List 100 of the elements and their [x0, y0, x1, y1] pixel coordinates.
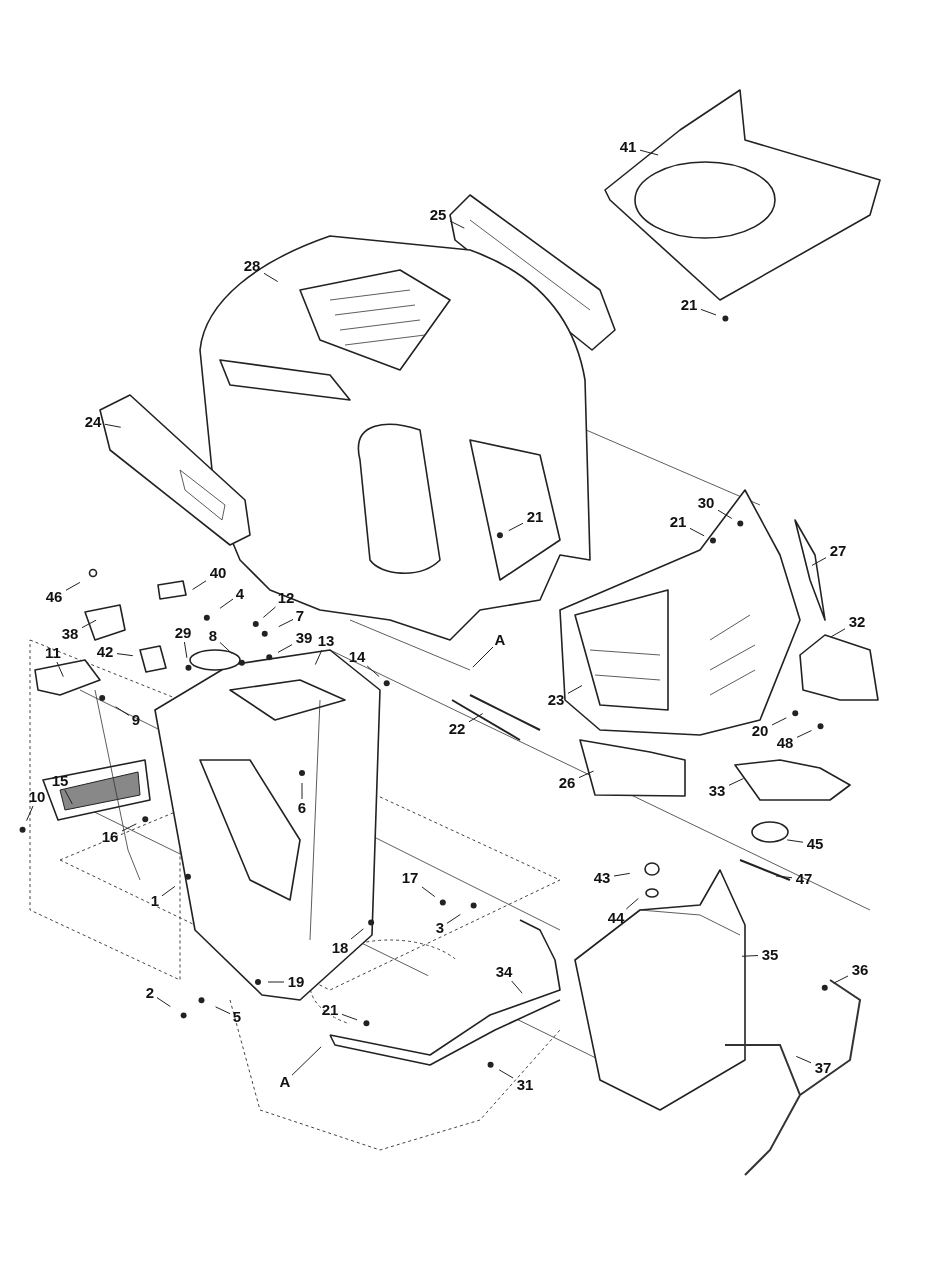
leader-line: [301, 782, 303, 800]
callout-number: 21: [666, 513, 690, 531]
callout-number: 24: [81, 413, 105, 431]
callout-number: 23: [544, 691, 568, 709]
callout-number: 22: [445, 720, 469, 738]
leader-line: [341, 1013, 358, 1021]
leader-line: [192, 580, 207, 590]
callout-number: 19: [284, 973, 308, 991]
leader-line: [613, 872, 631, 877]
leader-line: [219, 641, 233, 654]
callout-number: 14: [345, 648, 369, 666]
leader-line: [278, 619, 294, 628]
leader-line: [267, 981, 285, 983]
callout-number: 6: [295, 799, 309, 817]
leader-line: [81, 619, 97, 629]
callout-number: 8: [206, 627, 220, 645]
leader-line: [446, 913, 461, 924]
callout-number: 36: [848, 961, 872, 979]
leader-line: [421, 886, 436, 898]
callout-number: 40: [206, 564, 230, 582]
leader-line: [775, 875, 793, 879]
callout-number: 9: [129, 711, 143, 729]
leader-line: [183, 641, 188, 659]
leader-line: [567, 685, 583, 694]
leader-line: [262, 606, 276, 618]
callout-number: 13: [314, 632, 338, 650]
callout-number: A: [493, 631, 507, 649]
callout-number: 43: [590, 869, 614, 887]
leader-line: [508, 522, 524, 532]
callout-number: 35: [758, 946, 782, 964]
leader-line: [56, 661, 64, 678]
callout-number: 38: [58, 625, 82, 643]
callout-number: 45: [803, 835, 827, 853]
leader-line: [771, 717, 787, 726]
leader-line: [511, 980, 523, 994]
leader-line: [350, 928, 364, 940]
leader-line: [291, 1046, 322, 1076]
callout-number: 25: [426, 206, 450, 224]
callout-number: 44: [604, 909, 628, 927]
leader-line: [717, 509, 733, 519]
leader-line: [468, 713, 484, 723]
callout-number: 11: [41, 644, 65, 662]
callout-number: 31: [513, 1076, 537, 1094]
callout-number: 10: [25, 788, 49, 806]
callout-number: 28: [240, 257, 264, 275]
leader-line: [156, 997, 171, 1008]
callout-number: 32: [845, 613, 869, 631]
callout-number: 21: [318, 1001, 342, 1019]
callout-number: 5: [230, 1008, 244, 1026]
callout-number: 15: [48, 772, 72, 790]
leader-line: [116, 653, 134, 657]
callout-number: 37: [811, 1059, 835, 1077]
leader-line: [65, 581, 81, 591]
leader-line: [115, 706, 130, 716]
callout-number: 39: [292, 629, 316, 647]
leader-line: [449, 220, 465, 229]
leader-line: [786, 839, 804, 843]
leader-line: [498, 1069, 514, 1079]
callout-number: 3: [433, 919, 447, 937]
callout-number: 20: [748, 722, 772, 740]
callout-number: 26: [555, 774, 579, 792]
leader-line: [795, 1055, 812, 1064]
leader-line: [121, 823, 137, 832]
leader-line: [833, 975, 849, 984]
leader-line: [314, 649, 323, 666]
callout-number: 2: [143, 984, 157, 1002]
leader-line: [625, 897, 639, 910]
callout-number: 47: [792, 870, 816, 888]
leader-line: [219, 598, 234, 609]
callout-number: 46: [42, 588, 66, 606]
leader-line: [811, 557, 827, 566]
callout-number: 33: [705, 782, 729, 800]
callout-number: 30: [694, 494, 718, 512]
callout-number: 21: [677, 296, 701, 314]
callout-number: 16: [98, 828, 122, 846]
leader-line: [215, 1006, 231, 1015]
leader-line: [689, 527, 705, 537]
leader-line: [830, 628, 846, 638]
leader-line: [796, 730, 812, 738]
leader-line: [578, 770, 595, 779]
leader-line: [26, 805, 34, 822]
leader-line: [472, 646, 494, 668]
leader-line: [700, 308, 717, 316]
callout-number: 21: [523, 508, 547, 526]
leader-line: [161, 885, 176, 897]
leader-line: [366, 665, 380, 678]
leader-line: [639, 149, 659, 156]
callout-number: 29: [171, 624, 195, 642]
callout-number: 1: [148, 892, 162, 910]
leader-line: [104, 423, 122, 428]
callout-number: A: [278, 1073, 292, 1091]
leader-line: [277, 644, 293, 653]
callout-number: 7: [293, 607, 307, 625]
callout-number: 48: [773, 734, 797, 752]
callout-number: 41: [616, 138, 640, 156]
leader-line: [728, 777, 744, 786]
callout-number: 17: [398, 869, 422, 887]
leader-line: [64, 789, 73, 805]
callout-number: 18: [328, 939, 352, 957]
callout-number: 27: [826, 542, 850, 560]
